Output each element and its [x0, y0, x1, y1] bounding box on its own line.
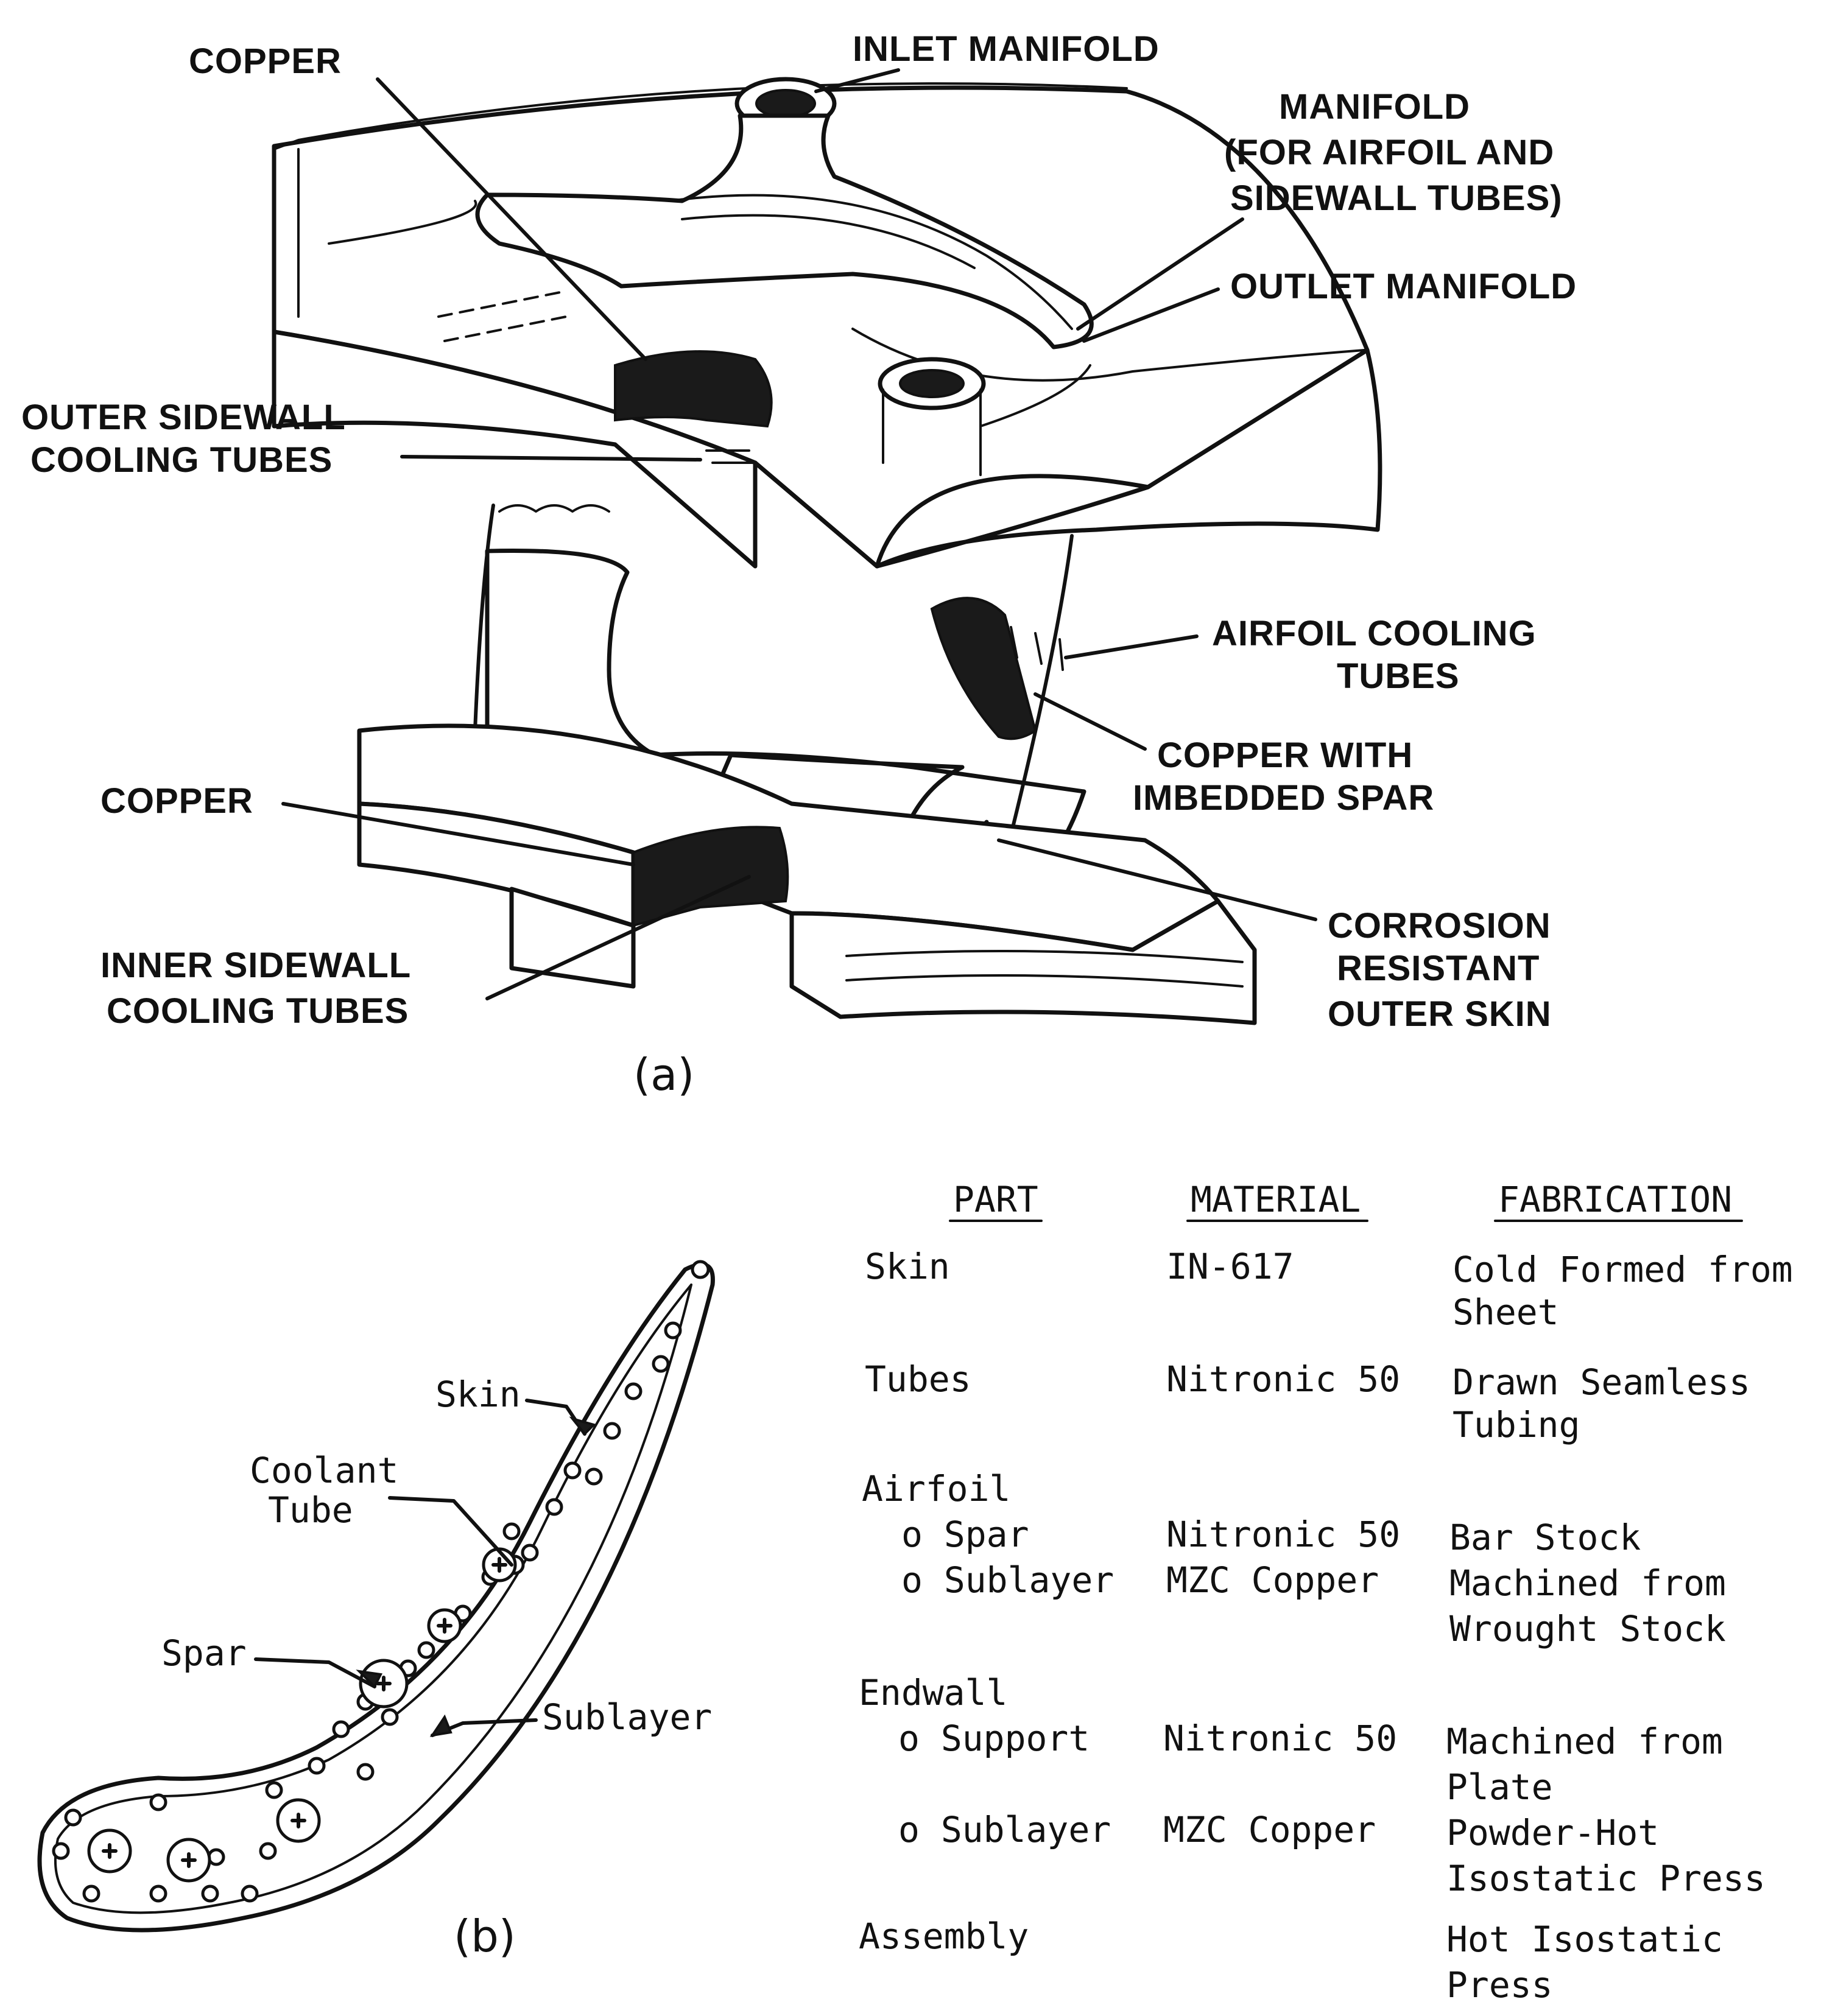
label-manifold-line3: SIDEWALL TUBES) [1230, 178, 1563, 218]
label-manifold-line2: (FOR AIRFOIL AND [1224, 133, 1554, 172]
row-assembly-part: Assembly [859, 1916, 1029, 1957]
row-tubes-material: Nitronic 50 [1166, 1358, 1400, 1400]
outlet-manifold-stem [882, 364, 1091, 476]
label-copper-spar-line1: COPPER WITH [1157, 736, 1413, 775]
airfoil-section-outline [37, 1262, 715, 1933]
label-manifold-line1: MANIFOLD [1279, 87, 1470, 127]
row-endwall-support-part: o Support [898, 1718, 1090, 1759]
airfoil-section-inner-skin [54, 1284, 692, 1914]
outer-endwall-dashed-tube [437, 291, 568, 342]
row-assembly-fab1: Hot Isostatic [1446, 1919, 1723, 1960]
row-endwall-sublayer-material: MZC Copper [1163, 1809, 1376, 1850]
manifold-channel [475, 113, 1094, 349]
row-endwall-sublayer-part: o Sublayer [898, 1809, 1111, 1850]
table-header-material: MATERIAL [1191, 1179, 1361, 1220]
label-airfoil-cooling-line1: AIRFOIL COOLING [1212, 614, 1537, 653]
row-endwall-support-fab1: Machined from [1446, 1721, 1723, 1762]
caption-b: (b) [454, 1911, 516, 1962]
vane-assembly-drawing [272, 77, 1382, 1025]
outer-endwall-right-face [753, 348, 1382, 569]
row-endwall-part: Endwall [859, 1672, 1007, 1713]
label-spar: Spar [161, 1632, 247, 1674]
label-coolant-line2: Tube [268, 1489, 353, 1531]
row-endwall-support-fab2: Plate [1446, 1766, 1553, 1808]
row-airfoil-sublayer-part: o Sublayer [901, 1559, 1114, 1601]
label-airfoil-cooling-line2: TUBES [1337, 656, 1460, 696]
row-airfoil-spar-part: o Spar [901, 1514, 1029, 1555]
outer-endwall-copper [614, 350, 773, 428]
inner-endwall-foot-left [509, 887, 636, 989]
outer-endwall-rim [273, 82, 1128, 318]
row-skin-fab1: Cold Formed from [1453, 1249, 1793, 1290]
airfoil-cutaway-copper [930, 597, 1037, 740]
label-inlet-manifold: INLET MANIFOLD [853, 29, 1160, 69]
airfoil-top-scallops [498, 504, 610, 513]
row-endwall-sublayer-fab1: Powder-Hot [1446, 1812, 1659, 1853]
row-airfoil-spar-fab1: Bar Stock [1449, 1517, 1641, 1558]
table-header-part: PART [953, 1179, 1038, 1220]
row-skin-material: IN-617 [1166, 1246, 1294, 1287]
label-copper-bottom: COPPER [100, 781, 253, 821]
row-airfoil-part: Airfoil [862, 1468, 1010, 1509]
label-corrosion-line2: RESISTANT [1337, 949, 1540, 988]
label-sublayer: Sublayer [542, 1696, 712, 1738]
label-inner-sidewall-line1: INNER SIDEWALL [100, 946, 411, 985]
manifold-airfoil-groove [669, 194, 1073, 330]
row-airfoil-sublayer-fab2: Wrought Stock [1449, 1608, 1726, 1649]
label-corrosion-line1: CORROSION [1328, 906, 1551, 946]
materials-table: PART MATERIAL FABRICATION Skin IN-617 Co… [859, 1179, 1793, 2006]
outlet-manifold-bore [899, 369, 965, 398]
label-coolant-line1: Coolant [250, 1450, 398, 1491]
inner-endwall-copper [632, 826, 789, 927]
inlet-manifold-bore [755, 89, 816, 118]
row-tubes-fab1: Drawn Seamless [1453, 1361, 1750, 1403]
row-endwall-support-material: Nitronic 50 [1163, 1718, 1397, 1759]
label-corrosion-line3: OUTER SKIN [1328, 994, 1552, 1034]
inner-endwall-right-block [789, 899, 1257, 1025]
row-skin-part: Skin [865, 1246, 950, 1287]
label-inner-sidewall-line2: COOLING TUBES [107, 991, 409, 1031]
figure-b-leader-lines [254, 1399, 596, 1737]
row-endwall-sublayer-fab2: Isostatic Press [1446, 1858, 1766, 1899]
label-outer-sidewall-line1: OUTER SIDEWALL [21, 398, 346, 437]
figure-a-leader-lines [281, 68, 1317, 1000]
label-copper-spar-line2: IMBEDDED SPAR [1133, 778, 1434, 818]
row-airfoil-spar-material: Nitronic 50 [1166, 1514, 1400, 1555]
table-header-fabrication: FABRICATION [1498, 1179, 1732, 1220]
airfoil-cooling-tube-stubs [1010, 626, 1064, 671]
label-copper-top: COPPER [189, 41, 342, 81]
spar-crosses [102, 1557, 507, 1868]
outer-sidewall-tube-stub [705, 449, 756, 464]
row-assembly-fab2: Press [1446, 1964, 1553, 2006]
caption-a: (a) [633, 1049, 694, 1100]
inner-endwall-groove [845, 950, 1244, 988]
row-airfoil-sublayer-material: MZC Copper [1166, 1559, 1379, 1601]
airfoil-section-drawing [37, 1260, 715, 1933]
label-outlet-manifold: OUTLET MANIFOLD [1230, 267, 1577, 306]
figure-b-labels: Skin Coolant Tube Spar Sublayer (b) [161, 1374, 712, 1962]
row-tubes-part: Tubes [865, 1358, 971, 1400]
label-skin: Skin [435, 1374, 521, 1415]
row-tubes-fab2: Tubing [1453, 1404, 1580, 1445]
row-airfoil-sublayer-fab1: Machined from [1449, 1562, 1726, 1604]
row-skin-fab2: Sheet [1453, 1291, 1559, 1333]
label-outer-sidewall-line2: COOLING TUBES [30, 440, 333, 480]
figure-a-labels: COPPER INLET MANIFOLD MANIFOLD (FOR AIRF… [21, 29, 1577, 1100]
